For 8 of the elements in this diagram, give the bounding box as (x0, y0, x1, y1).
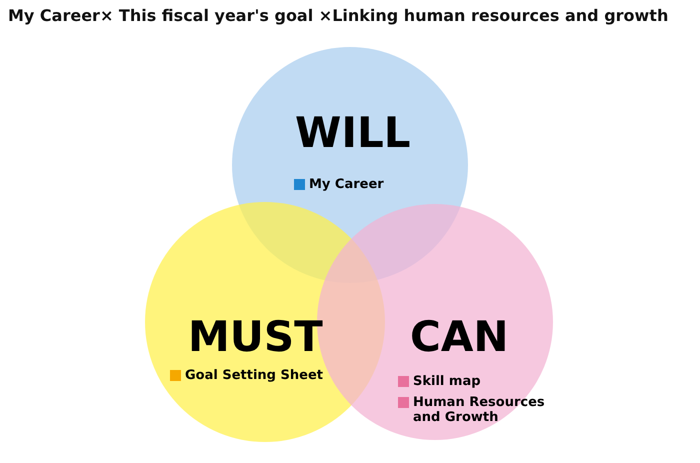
circle-heading: WILL (295, 108, 410, 157)
list-item: Skill map (413, 374, 481, 389)
title: My Career× This fiscal year's goal ×Linking human resources and growth (8, 6, 668, 25)
list-item: Human Resources and Growth (413, 395, 546, 425)
list-item: Goal Setting Sheet (185, 368, 323, 383)
circle-heading: CAN (410, 312, 508, 361)
circle-heading: MUST (188, 312, 323, 361)
list-item: My Career (309, 177, 384, 192)
